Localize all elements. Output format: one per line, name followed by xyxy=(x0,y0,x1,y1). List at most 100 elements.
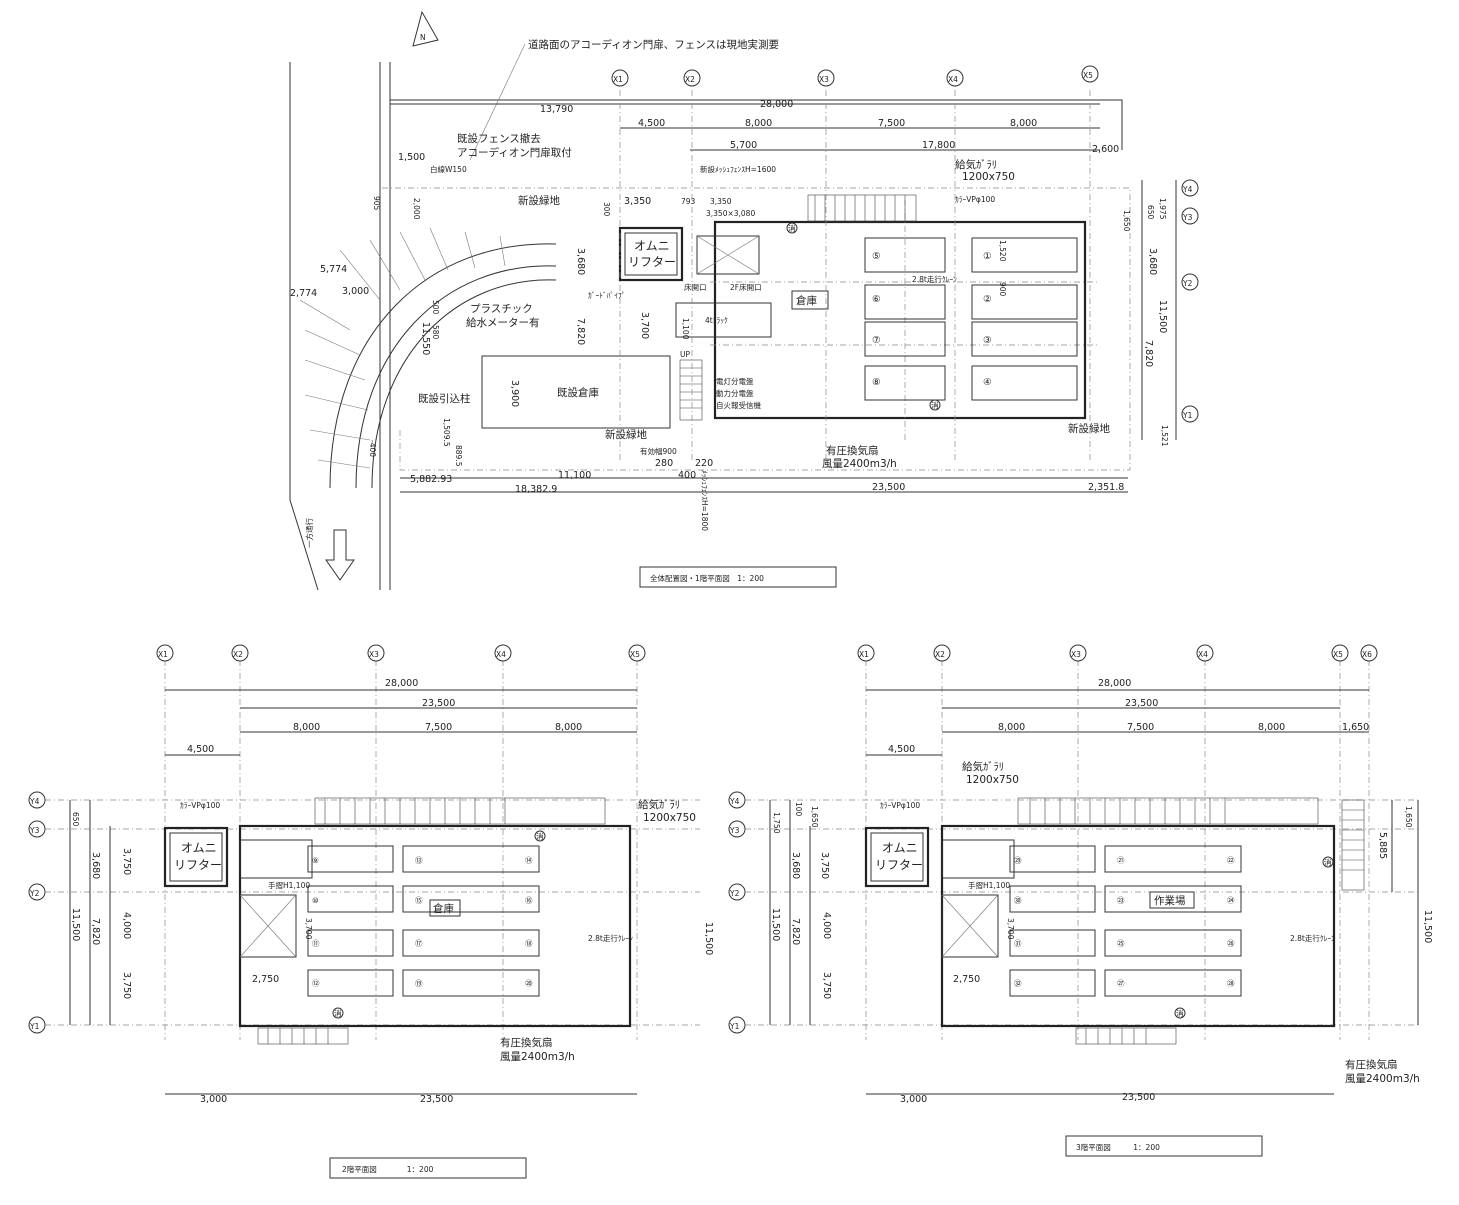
one-way-arrow-icon xyxy=(325,529,355,581)
f3-dim-right-2: 11,500 xyxy=(1422,910,1433,943)
grid-x-3f: X1 X2 X3 X4 X5 X6 xyxy=(857,644,1378,1040)
f3-bay: ㉚ xyxy=(1014,896,1022,905)
f2-bay: ⑨ xyxy=(312,856,319,865)
bay-1: ① xyxy=(983,251,992,262)
dim-misc-8: 3,700 xyxy=(639,312,650,339)
dim-right-0: 1,975 xyxy=(1158,198,1167,220)
up-label-1f: UP xyxy=(680,350,690,359)
f2-crane: 2.8t走行ｸﾚｰﾝ xyxy=(588,933,633,943)
grid-x4: X4 xyxy=(948,75,958,84)
f2-grid-y3: Y3 xyxy=(29,826,40,835)
f2-dim-top-4: 8,000 xyxy=(555,722,582,733)
f2-grid-x1: X1 xyxy=(158,650,168,659)
f2-grid-y2: Y2 xyxy=(29,889,40,898)
dim-misc-10: 1,100 xyxy=(681,318,690,340)
guard-pipe-label: ｶﾞｰﾄﾞﾊﾟｲﾌﾟ xyxy=(588,291,626,300)
dim-misc-17: 3,350 xyxy=(710,197,732,206)
f3-handrail: 手摺H1,100 xyxy=(968,880,1010,890)
f3-supply-size: 1200x750 xyxy=(966,774,1019,786)
f2-dim-left-4: 4,000 xyxy=(121,912,132,939)
dim-bottom-6: 400 xyxy=(678,470,696,481)
f2-bay: ⑳ xyxy=(525,979,533,988)
f2-dim-top-0: 28,000 xyxy=(385,678,418,689)
note-lead-in: 既設引込柱 xyxy=(418,392,471,405)
f3-dim-misc-0: 2,750 xyxy=(953,974,980,985)
f3-grid-y2: Y2 xyxy=(729,889,740,898)
f3-crane: 2.8t走行ｸﾚｰﾝ xyxy=(1290,933,1335,943)
fire-label: 消 xyxy=(1324,857,1332,867)
f2-title: 2階平面図 1：200 xyxy=(342,1164,434,1174)
f2-vp: ｶﾗｰVPφ100 xyxy=(180,801,220,810)
f2-dim-top-1: 23,500 xyxy=(422,698,455,709)
f3-grid-x1: X1 xyxy=(859,650,869,659)
dim-bottom-5: 280 xyxy=(655,458,673,469)
floor2-plan: X1 X2 X3 X4 X5 Y4 Y3 Y2 Y1 28,000 23,500… xyxy=(28,644,714,1179)
dim-top-5: 8,000 xyxy=(1010,118,1037,129)
dim-bottom-4: 2,351.8 xyxy=(1088,482,1124,493)
building-1f xyxy=(713,220,1087,420)
dim-misc-13: 580 xyxy=(431,325,440,340)
dim-misc-18: 1,650 xyxy=(1122,210,1131,232)
f2-dim-left-3: 11,500 xyxy=(70,908,81,941)
existing-warehouse-label: 既設倉庫 xyxy=(557,386,599,399)
f2-exhaust-fan: 有圧換気扇 xyxy=(500,1036,553,1049)
f2-dim-left-5: 7,820 xyxy=(90,918,101,945)
bay-5: ⑤ xyxy=(872,251,881,262)
note-plastic: プラスチック xyxy=(470,303,533,315)
f3-dim-left-5: 11,500 xyxy=(770,908,781,941)
note-fence-remove: 既設フェンス撤去 xyxy=(457,132,541,145)
f2-bay: ⑱ xyxy=(525,939,533,948)
north-label: N xyxy=(420,33,426,42)
grid-x3: X3 xyxy=(819,75,829,84)
f2-dim-top-2: 8,000 xyxy=(293,722,320,733)
dim-top-1: 28,000 xyxy=(760,99,793,110)
dim-misc-14: 1,509.5 xyxy=(442,418,451,447)
f3-dim-left-4: 3,680 xyxy=(790,852,801,879)
f3-dim-right-1: 5,885 xyxy=(1377,832,1388,859)
dim-misc-11: 11,550 xyxy=(420,322,431,355)
note-green-top: 新設緑地 xyxy=(518,194,560,207)
dim-top-6: 17,800 xyxy=(922,140,955,151)
dim-top-3: 8,000 xyxy=(745,118,772,129)
dim-right-4: 7,820 xyxy=(1143,340,1154,367)
f3-dim-top-1: 23,500 xyxy=(1125,698,1158,709)
f2-bay: ⑪ xyxy=(312,939,320,948)
f2-bay: ⑯ xyxy=(525,896,533,905)
dim-bottom-7: 220 xyxy=(695,458,713,469)
bay-7: ⑦ xyxy=(872,335,881,346)
f3-bay: ㉓ xyxy=(1117,896,1125,905)
f3-grid-x4: X4 xyxy=(1198,650,1208,659)
fire-extinguisher-icon xyxy=(1322,856,1334,868)
dim-misc-15: 889.5 xyxy=(454,445,463,467)
f3-grid-x6: X6 xyxy=(1362,650,1372,659)
f3-dim-left-6: 4,000 xyxy=(821,912,832,939)
f2-stair-top xyxy=(314,797,606,825)
f3-bay: ㉗ xyxy=(1117,979,1125,988)
dim-right-1: 650 xyxy=(1146,205,1155,220)
note-accordion-install: アコーディオン門扉取付 xyxy=(457,146,572,159)
f3-title-box xyxy=(1065,1135,1263,1157)
f3-stair-top xyxy=(1017,797,1319,825)
f3-omni-lifter xyxy=(864,826,930,888)
crane-bays-1f: ① ② ③ ④ ⑤ ⑥ ⑦ ⑧ xyxy=(864,237,1078,401)
f3-bays: ㉑ ㉒ ㉓ ㉔ ㉕ ㉖ ㉗ ㉘ ㉙ ㉚ ㉛ ㉜ xyxy=(1009,845,1242,997)
one-way-label: 一方通行 xyxy=(304,518,314,548)
dim-top-9: 5,700 xyxy=(730,140,757,151)
omni-label-1: オムニ xyxy=(634,239,670,253)
f2-dim-bottom-0: 3,000 xyxy=(200,1094,227,1105)
note-green-bottom-left: 新設緑地 xyxy=(605,428,647,441)
stair-top-1f xyxy=(807,194,917,222)
f3-airflow: 風量2400m3/h xyxy=(1345,1073,1420,1085)
f2-bay: ⑭ xyxy=(525,856,533,865)
fire-extinguisher-icon xyxy=(1174,1007,1186,1019)
dim-misc-0: 5,774 xyxy=(320,264,347,275)
dim-top-0: 13,790 xyxy=(540,104,573,115)
power-panel-label: 動力分電盤 xyxy=(716,388,754,398)
f3-dim-right-0: 1,650 xyxy=(1404,806,1413,828)
f3-dim-top-3: 7,500 xyxy=(1127,722,1154,733)
dim-misc-16: 2,000 xyxy=(412,198,421,220)
note-exhaust-fan: 有圧換気扇 xyxy=(826,444,879,457)
f2-grid-x2: X2 xyxy=(233,650,243,659)
f3-dim-bottom-0: 3,000 xyxy=(900,1094,927,1105)
note-supply-size: 1200x750 xyxy=(962,171,1015,183)
